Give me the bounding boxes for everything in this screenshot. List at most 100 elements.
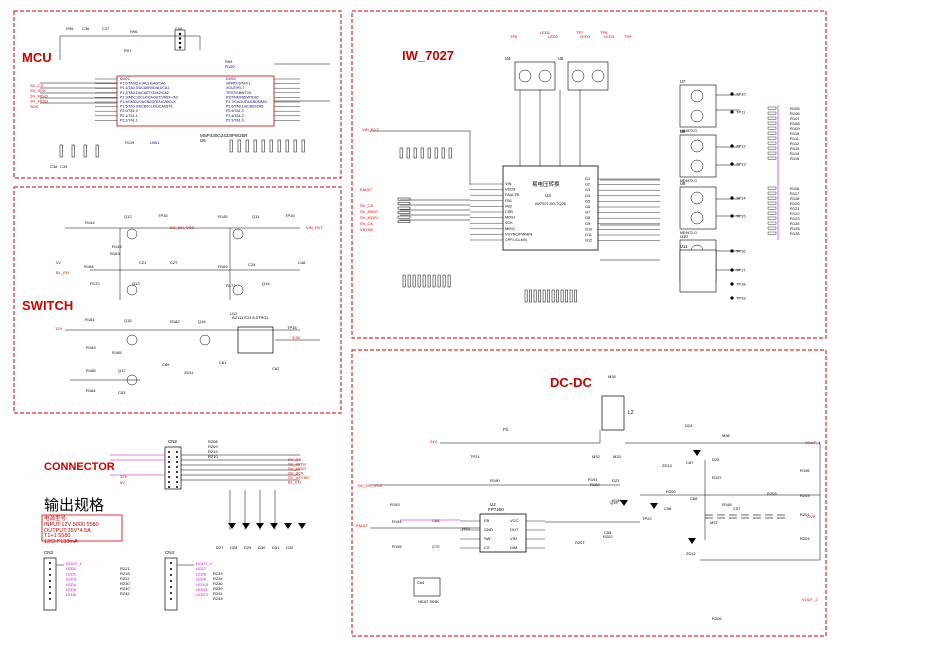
mosfet-symbol [690, 211, 704, 225]
iw7027-pin-right: G3 [585, 188, 590, 192]
dcdc-net-label: DC_DC_VCC [358, 483, 383, 488]
cn2-pin [168, 461, 170, 463]
iw7027-pin-right: G6 [585, 205, 590, 209]
mcu-pin-right: XIN/P2.6/TA0.1 [226, 82, 251, 86]
cn2-pin [176, 456, 178, 458]
mcu-vertical-resistor [301, 139, 305, 153]
switch-part-label: TP16 [285, 213, 295, 218]
switch-part-label: Q11 [252, 214, 260, 219]
iw7027-top-part: TP9 [624, 34, 632, 39]
switch-part-label: Q15 [124, 318, 132, 323]
mcu-net-label: SV_CS [30, 83, 43, 88]
cn3-pin [49, 574, 51, 576]
iw7027-top-part: TP7 [576, 30, 584, 35]
dcdc-part-label: R190 [490, 478, 500, 483]
switch-part-label: U12 [230, 311, 238, 316]
mosfet-body [679, 186, 717, 230]
iw7027-net-label: VSYNC [360, 227, 374, 232]
iw7027-input-resistor [397, 220, 411, 223]
iw7027-pin-right: G8 [585, 216, 590, 220]
connector-resistor-label: R209 [208, 444, 218, 449]
mcu-left-resistor [83, 144, 87, 158]
mosfet-body [679, 249, 717, 293]
iw7027-lower-resistor [542, 289, 546, 303]
iw7027-left-resistor [441, 147, 445, 159]
mcu-part-label: R97 [124, 48, 132, 53]
iw7027-lower-resistor [574, 289, 577, 303]
cn2-pin [176, 486, 178, 488]
diode-symbol [693, 450, 701, 456]
switch-part-label: Q12 [124, 214, 132, 219]
spec-box [41, 514, 123, 542]
mcu-pin-left: P1.2/TA0.1/UCA0TXD/A2/CA2 [120, 91, 169, 95]
connector-diode [270, 523, 278, 529]
connector-resistor-label: R240 [120, 586, 130, 591]
dcdc-pin-right: DIM [510, 545, 517, 550]
cn1-pin [178, 41, 182, 45]
bank-resistor-label: R126 [790, 231, 800, 236]
iw7027-top-part: LED4 [604, 34, 615, 39]
iw7027-cap [432, 274, 436, 288]
inductor-box [601, 395, 625, 431]
bank-resistor [767, 221, 777, 225]
bank-resistor-label: R117 [790, 191, 800, 196]
mosfet-symbol [518, 69, 532, 83]
dcdc-part-label: R200 [666, 489, 676, 494]
connector-diode-label: D29 [244, 545, 252, 550]
bank-resistor-label: R114 [790, 151, 800, 156]
iw7027-pin-right: G9 [585, 222, 590, 226]
mcu-pin-right: RST/NMI/SBWTDIO [226, 95, 259, 99]
cn2-pin [168, 451, 170, 453]
heatsink-label: HEAT SINK [418, 599, 439, 604]
mcu-pins-left: DVCCP1.0/TA0CLK/ACLK/A0/CA0P1.1/TA0.0/UC… [95, 77, 178, 122]
dcdc-part-label: ZD12 [686, 551, 697, 556]
mcu-pin-right: XOUT/P2.7 [226, 86, 244, 90]
mosfet-symbol [690, 159, 704, 173]
switch-part-label: Q16 [198, 319, 206, 324]
switch-net-label: 12V [55, 326, 62, 331]
dcdc-part-label: C58 [604, 530, 612, 535]
cn2-pin [168, 466, 170, 468]
cn2-net: SV_SCK [288, 471, 304, 476]
mosfet-model: ME4972-G [680, 129, 697, 133]
mcu-pin-left: P1.4/SMCLK/UCB0STE/UCA0CLK [120, 100, 177, 104]
connector-resistor-label: R222 [120, 576, 130, 581]
switch-part-label: TP15 [158, 213, 168, 218]
spec-line-2: OUTPUT:35V*4.5A [44, 528, 91, 534]
spec-title: 输出规格 [44, 496, 104, 514]
bank-resistor [767, 136, 777, 140]
section-frames [13, 10, 827, 637]
dcdc-part-label: R194 [392, 519, 402, 524]
connector-resistor-label: R242 [120, 591, 130, 596]
bank-resistor-label: R118 [790, 196, 800, 201]
mcu-pin-right: P1.6/TA0.1/UCB0SOMI [226, 105, 263, 109]
inductor-label: L2 [628, 410, 634, 416]
dcdc-part-label: C65 [432, 518, 440, 523]
iw7027-net-label: SV_CK [360, 221, 373, 226]
mcu-net-label: SV_SCK [30, 88, 46, 93]
mcu-pin-left: P2.0/TA1.0 [120, 109, 138, 113]
iw7027-chip-body [502, 165, 599, 251]
mcu-vertical-resistor [293, 139, 297, 153]
iw7027-pin-right: G5 [585, 199, 590, 203]
heatsink-body [413, 577, 441, 597]
connector-resistor-label: R230 [120, 581, 130, 586]
fuse-label: F3 [503, 427, 509, 432]
mcu-part-label: C37 [102, 26, 110, 31]
transistor-symbol [232, 228, 244, 240]
mosfet-group: U7ME4972-GU8ME4972-GU9ME4972-GU10ME4972-… [679, 79, 717, 293]
dcdc-part-label: HS3 [462, 526, 471, 531]
mosfet-ref: U7 [680, 79, 686, 84]
iw7027-left-resistor [413, 147, 417, 159]
mcu-pin-left: P2.1/TA1.1 [120, 114, 138, 118]
switch-frame [13, 186, 342, 414]
cn2-pin [168, 456, 170, 458]
bank-resistor-label: R107 [790, 116, 800, 121]
dcdc-pin-right: VIN [510, 536, 517, 541]
mcu-chip-name: MSP430G2433IPW20R [200, 133, 248, 138]
iw7027-pin-left: CPFL/CLKIN [505, 238, 527, 242]
iw7027-top-part: LED2 [548, 34, 559, 39]
